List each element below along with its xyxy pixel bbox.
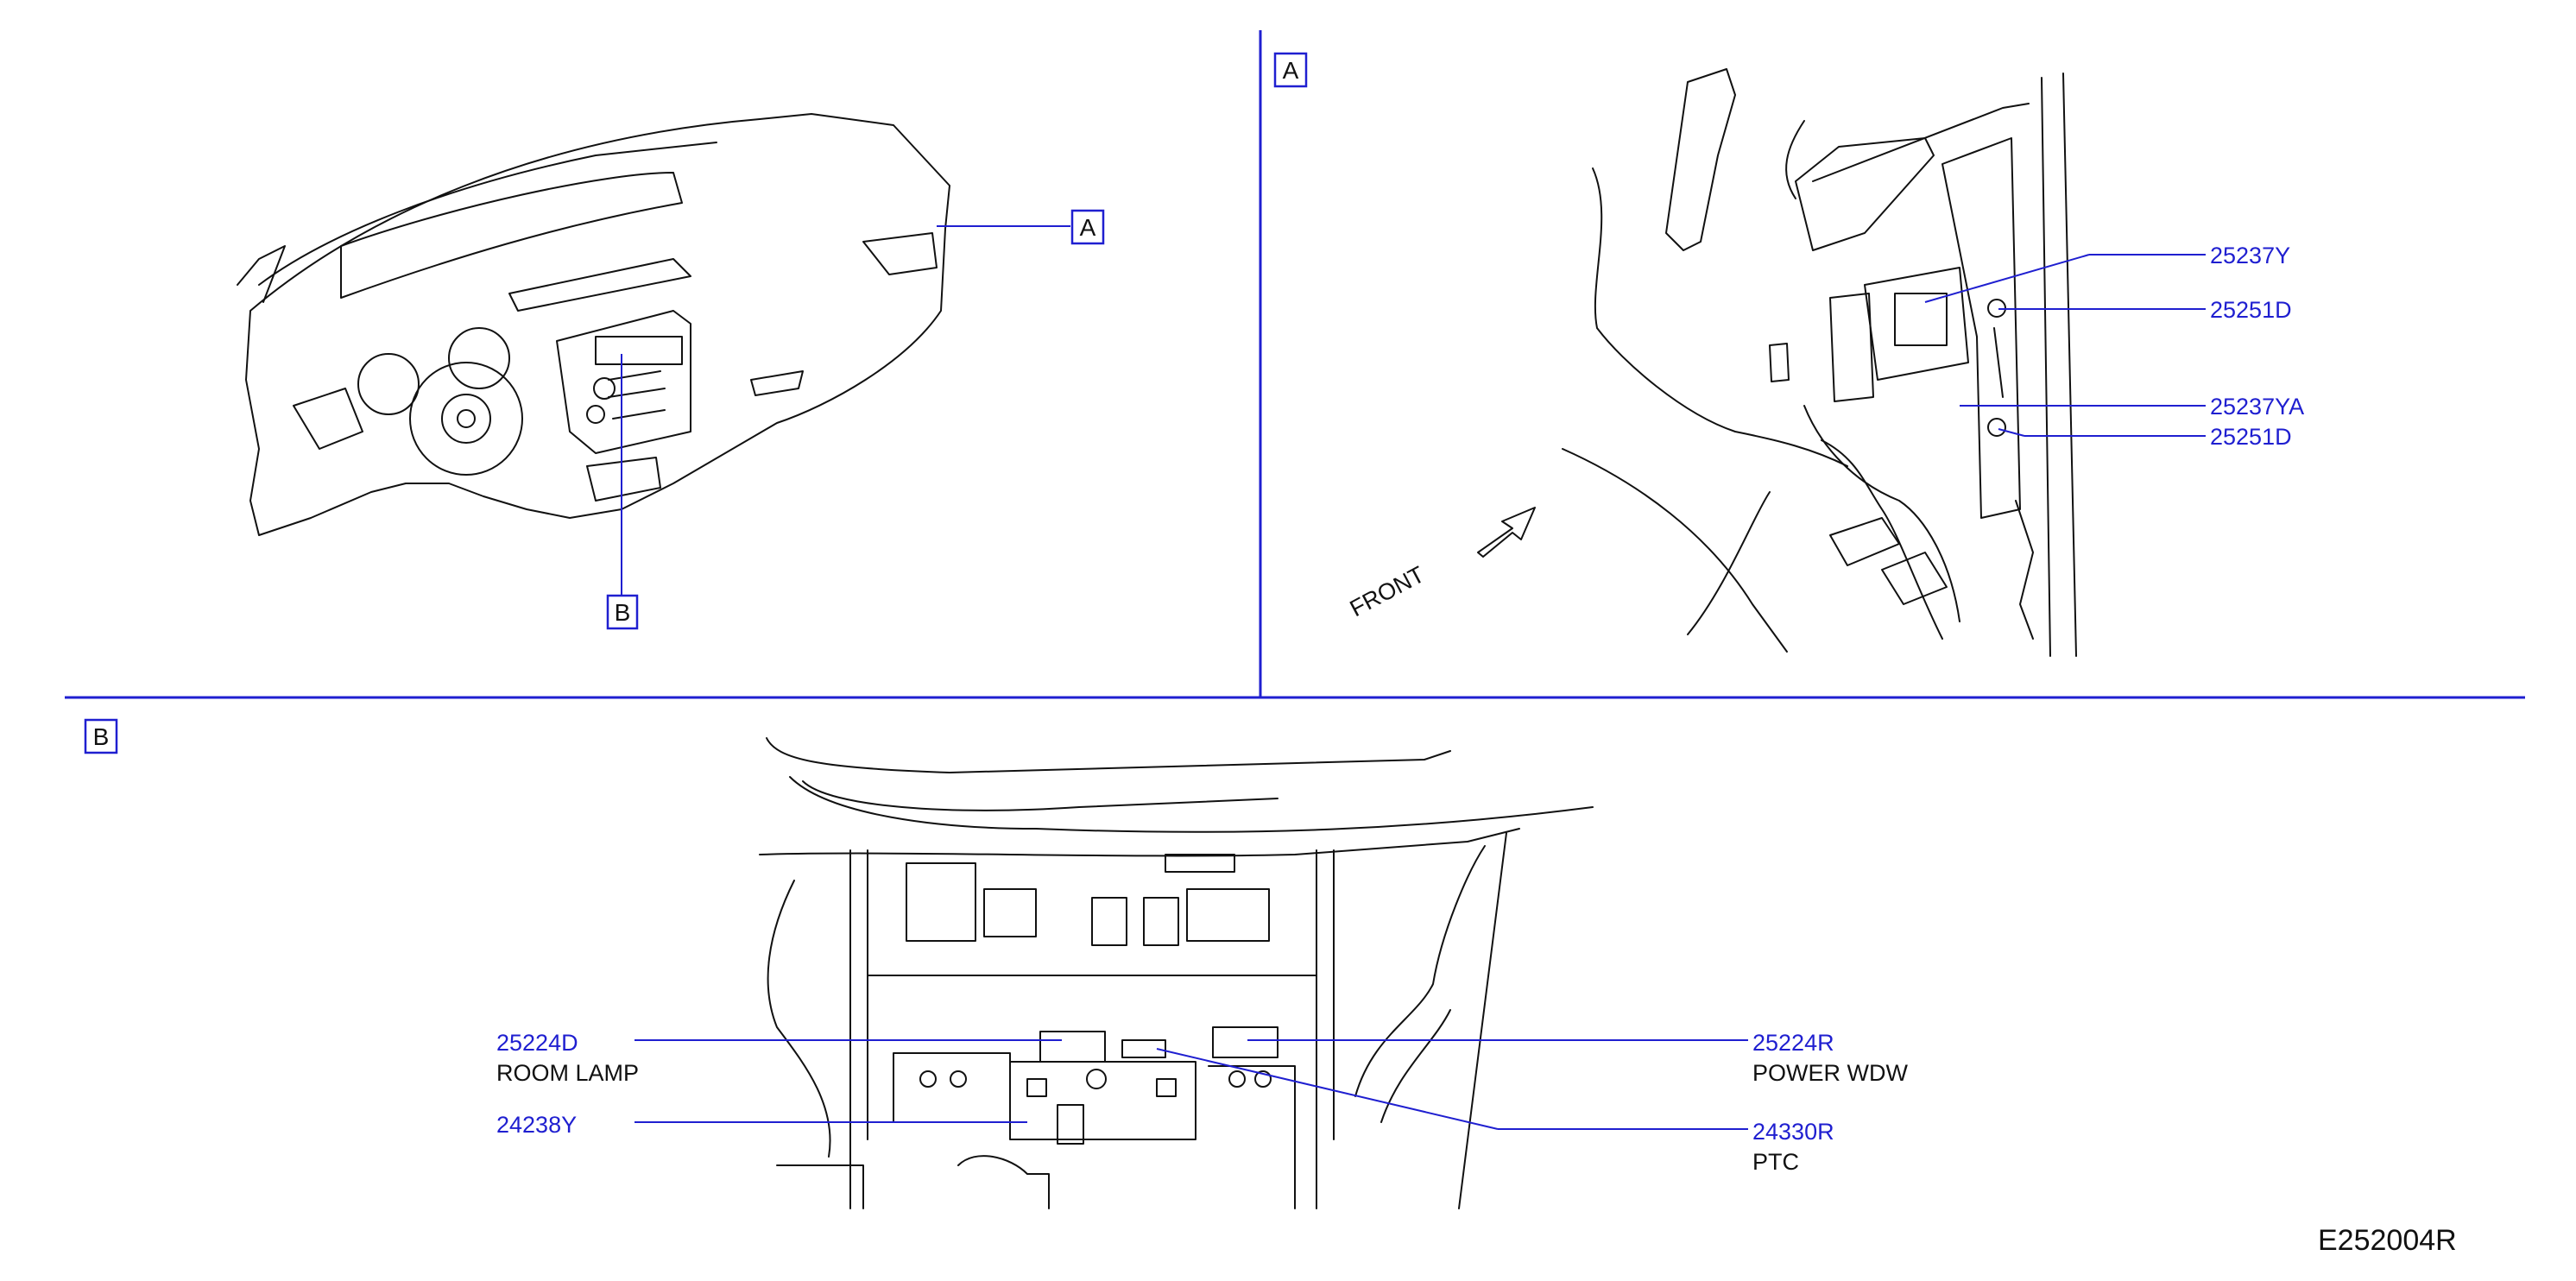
- view-b-callouts: 25224D ROOM LAMP 24238Y 25224R POWER WDW…: [496, 1030, 1908, 1175]
- leader-25251d-lower: [1998, 428, 2025, 437]
- part-25237y: 25237Y: [2210, 243, 2290, 268]
- view-a-callouts: 25237Y 25251D 25237YA 25251D: [1924, 243, 2304, 450]
- part-25224d: 25224D: [496, 1030, 578, 1056]
- leader-25237y: [1924, 254, 2090, 303]
- view-a-tag-text: A: [1283, 57, 1299, 84]
- view-b-drawing: [759, 737, 1594, 1209]
- part-24238y: 24238Y: [496, 1112, 577, 1138]
- part-25224r: 25224R: [1752, 1030, 1834, 1056]
- view-a-tag-overview-text: A: [1080, 214, 1096, 241]
- front-label: FRONT: [1346, 561, 1429, 622]
- part-25251d-upper: 25251D: [2210, 297, 2292, 323]
- desc-24330r: PTC: [1752, 1149, 1799, 1175]
- desc-25224d: ROOM LAMP: [496, 1060, 639, 1086]
- front-indicator: FRONT: [1346, 507, 1536, 622]
- part-25237ya: 25237YA: [2210, 394, 2304, 420]
- front-arrow-icon: [1477, 507, 1536, 558]
- view-b-tag-text: B: [93, 723, 110, 750]
- leader-24330r: [1156, 1048, 1499, 1130]
- view-b-tag-overview-text: B: [615, 599, 631, 626]
- diagram-code: E252004R: [2318, 1224, 2457, 1257]
- view-a-tag: A: [1273, 52, 1308, 88]
- part-24330r: 24330R: [1752, 1119, 1834, 1145]
- dashboard-overview-drawing: [237, 113, 950, 536]
- view-b-tag-overview: B: [606, 594, 639, 630]
- view-b-tag: B: [84, 718, 118, 754]
- view-a-drawing: [1562, 68, 2077, 657]
- part-25251d-lower: 25251D: [2210, 424, 2292, 450]
- view-a-tag-overview: A: [1070, 209, 1105, 245]
- desc-25224r: POWER WDW: [1752, 1060, 1908, 1086]
